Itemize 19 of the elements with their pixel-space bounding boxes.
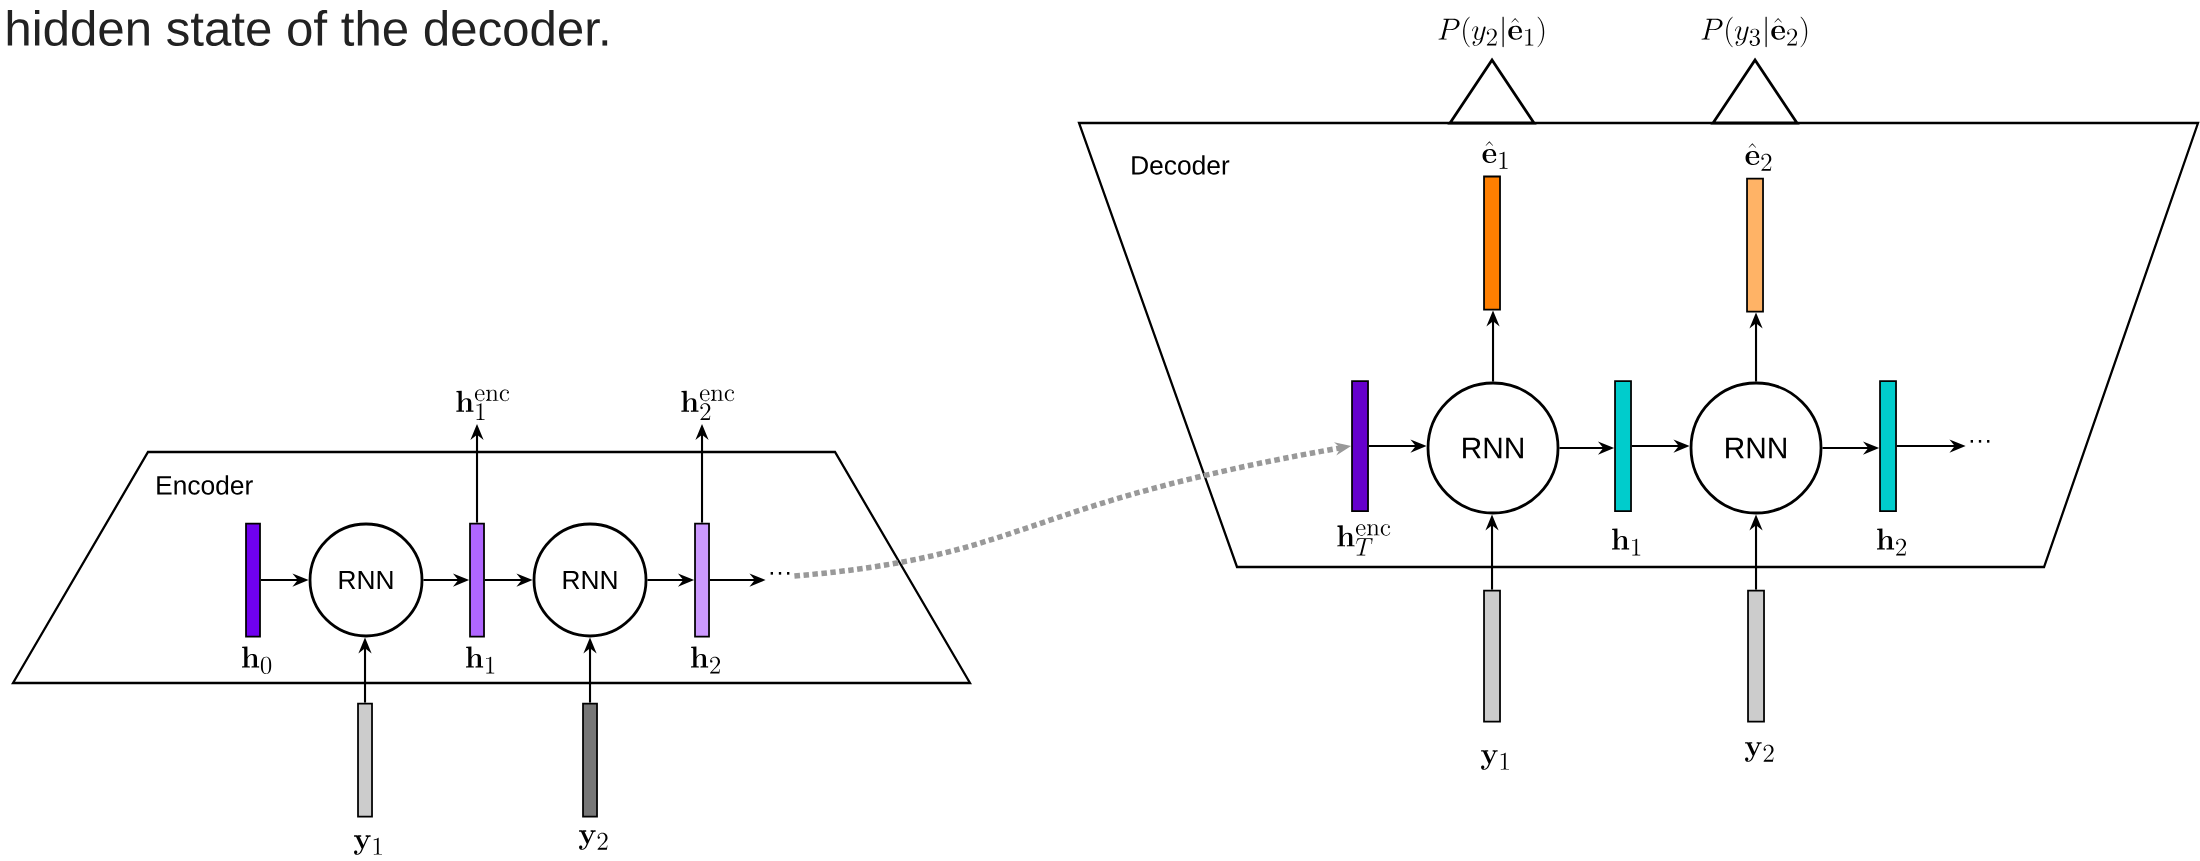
vector-label: $\mathbf{h}_2^{\mathrm{enc}}$: [681, 389, 735, 420]
ellipsis: ···: [770, 572, 790, 575]
vector-label: $\mathbf{y}_1$: [1481, 750, 1509, 770]
caption-text: hidden state of the decoder.: [7, 9, 608, 47]
vector-label: $\mathbf{h}_0$: [242, 646, 272, 674]
vector-label: $\mathbf{h}_1$: [1612, 528, 1641, 556]
vector-label: $\mathbf{y}_2$: [1745, 742, 1774, 762]
vector-label: $\mathbf{h}_2$: [1877, 528, 1906, 556]
vector-label: $\hat{\mathbf{e}}_2$: [1745, 143, 1772, 171]
node-label: $P(y_3|\hat{\mathbf{e}}_2)$: [1701, 16, 1808, 48]
vector-label: $\mathbf{h}_1^{\mathrm{enc}}$: [456, 389, 510, 420]
vector-label: $\mathbf{h}_2$: [691, 646, 720, 674]
vector-label: $\mathbf{h}_T^{\mathrm{enc}}$: [1337, 524, 1391, 556]
vector-label: $\mathbf{h}_1$: [466, 646, 495, 674]
vector-label: $\hat{\mathbf{e}}_1$: [1482, 141, 1508, 169]
ellipsis: ···: [1970, 440, 1990, 443]
node-label: $P(y_2|\hat{\mathbf{e}}_1)$: [1438, 16, 1545, 48]
vector-label: $\mathbf{y}_2$: [579, 830, 608, 850]
vector-label: $\mathbf{y}_1$: [354, 835, 382, 855]
